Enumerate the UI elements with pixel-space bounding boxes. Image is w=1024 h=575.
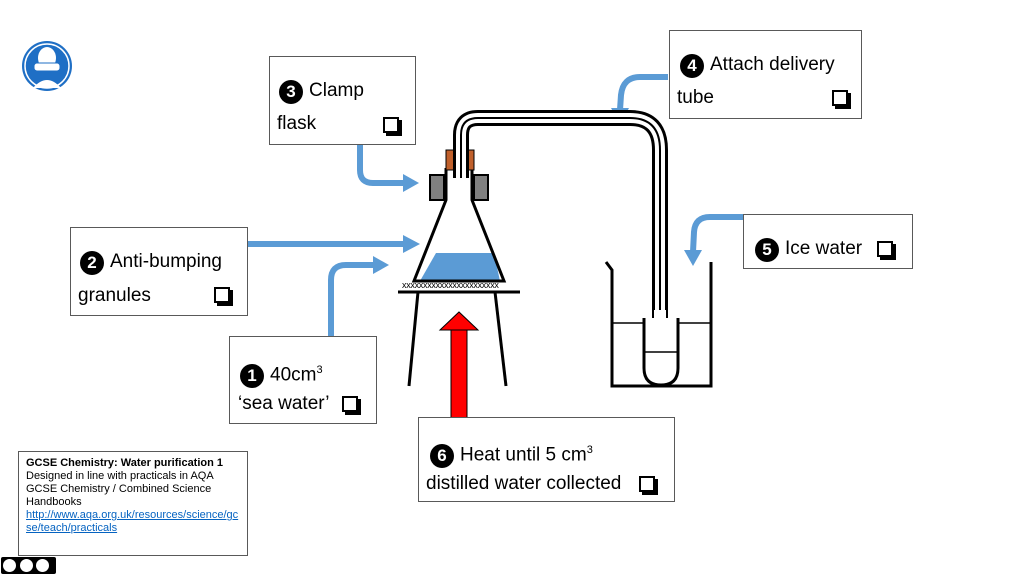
step-4-box (669, 30, 862, 119)
step-2-line2: granules (78, 279, 151, 312)
step-2-number-icon: 2 (80, 251, 104, 275)
step-2-line1: 2 Anti-bumping (80, 245, 222, 278)
step-5-line1: 5 Ice water (755, 232, 862, 265)
safety-goggles-icon (22, 41, 72, 91)
step-1-unit-superscript: 3 (316, 364, 323, 376)
step-4-text: Attach delivery (710, 54, 835, 75)
clamp-right (473, 174, 489, 201)
pointer-arrows (248, 74, 743, 336)
step-3-checkbox[interactable] (383, 117, 399, 133)
step-2-text: Anti-bumping (110, 251, 222, 272)
step-4-line1: 4 Attach delivery (680, 48, 835, 81)
step-6-unit-superscript: 3 (586, 444, 593, 456)
delivery-tube (453, 110, 668, 310)
arrow-sea-water (328, 262, 375, 336)
step-6-text-2: distilled water collected (426, 473, 622, 494)
tripod (398, 290, 520, 387)
step-3-number-icon: 3 (279, 80, 303, 104)
step-1-text-2: ‘sea water’ (238, 393, 330, 414)
step-3-text-2: flask (277, 113, 317, 134)
step-4-line2: tube (677, 81, 714, 114)
step-6-line1: 6 Heat until 5 cm3 (430, 434, 593, 471)
step-1-checkbox[interactable] (342, 396, 358, 412)
step-6-text: Heat until 5 cm (460, 444, 587, 466)
step-1-text: 40cm (270, 364, 317, 386)
step-6-line2: distilled water collected (426, 467, 621, 500)
info-line-3: Handbooks (26, 496, 82, 508)
info-line-2: GCSE Chemistry / Combined Science (26, 483, 212, 495)
info-box: GCSE Chemistry: Water purification 1 Des… (18, 451, 248, 556)
creative-commons-icon (1, 557, 56, 574)
step-6-box (418, 417, 675, 502)
ice-water-beaker (604, 261, 713, 388)
clamp-left (429, 174, 445, 201)
arrow-clamp (357, 145, 405, 186)
step-4-text-2: tube (677, 87, 714, 108)
info-title: GCSE Chemistry: Water purification 1 (26, 457, 224, 469)
step-2-checkbox[interactable] (214, 287, 230, 303)
step-5-checkbox[interactable] (877, 241, 893, 257)
step-6-number-icon: 6 (430, 444, 454, 469)
info-line-1: Designed in line with practicals in AQA (26, 470, 214, 482)
arrow-delivery (617, 74, 668, 111)
step-2-text-2: granules (78, 285, 151, 306)
gauze-label: xxxxxxxxxxxxxxxxxxxxxxx (402, 280, 499, 290)
step-4-checkbox[interactable] (832, 90, 848, 106)
step-3-line2: flask (277, 107, 316, 140)
step-1-box (229, 336, 377, 424)
step-1-line2: ‘sea water’ (238, 387, 330, 420)
step-5-number-icon: 5 (755, 238, 779, 262)
heat-arrow (438, 311, 480, 419)
info-link[interactable]: http://www.aqa.org.uk/resources/science/… (26, 509, 239, 534)
step-5-text: Ice water (785, 238, 863, 259)
step-4-number-icon: 4 (680, 54, 704, 78)
step-3-line1: 3 Clamp (279, 74, 364, 107)
arrow-ice (690, 214, 743, 253)
step-3-text: Clamp (309, 80, 364, 101)
step-1-number-icon: 1 (240, 364, 264, 389)
step-1-line1: 1 40cm3 (240, 354, 323, 391)
step-6-checkbox[interactable] (639, 476, 655, 492)
